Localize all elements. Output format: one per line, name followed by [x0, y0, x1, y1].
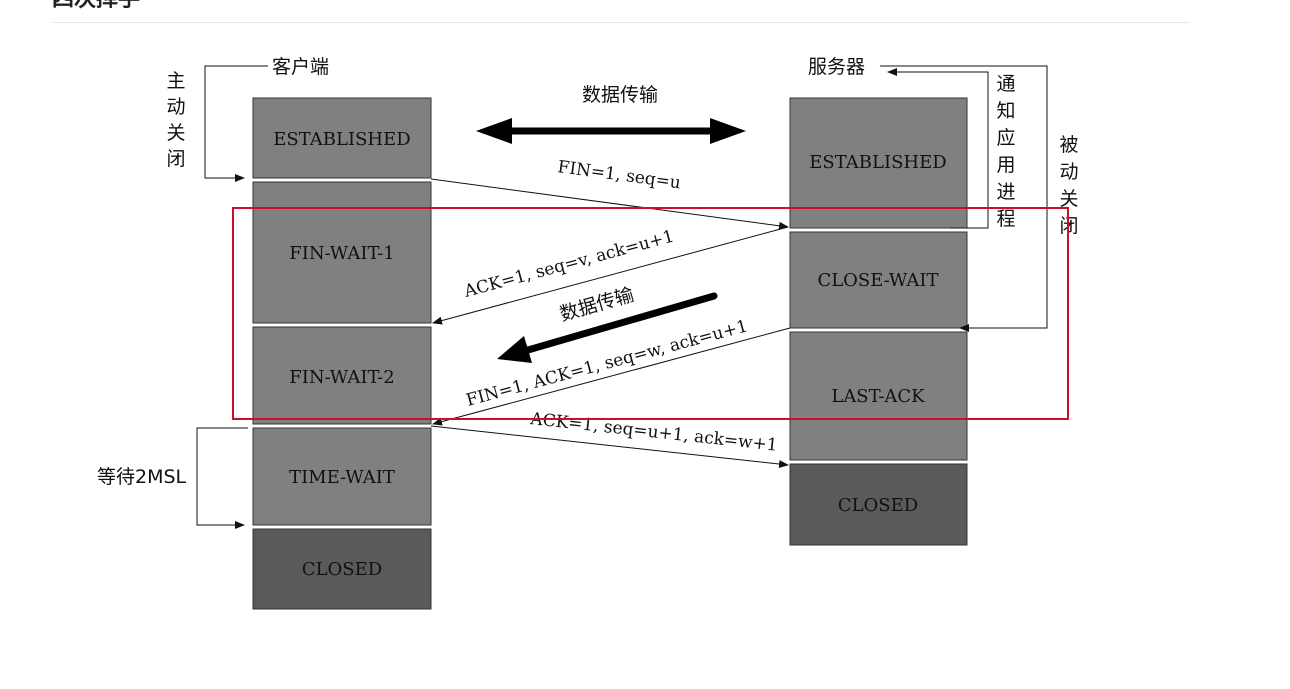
notify-app-char-1: 通: [996, 73, 1015, 95]
client-state-fin-wait-2: FIN-WAIT-2: [289, 367, 394, 388]
fin1-label: FIN=1, seq=u: [556, 157, 682, 193]
ack2-label: ACK=1, seq=u+1, ack=w+1: [528, 409, 778, 456]
server-state-close-wait: CLOSE-WAIT: [817, 270, 938, 291]
client-title: 客户端: [272, 56, 329, 78]
highlight-box: [232, 207, 1069, 420]
notify-app-char-2: 知: [996, 100, 1015, 122]
active-close-char-1: 主: [166, 70, 185, 92]
ack1-label: ACK=1, seq=v, ack=u+1: [461, 227, 676, 303]
active-close-label: 主 动 关 闭: [166, 70, 185, 170]
active-close-char-3: 关: [166, 122, 185, 144]
client-state-fin-wait-2-box: [252, 326, 432, 425]
heading-divider: [52, 22, 1190, 23]
client-state-boxes: [252, 97, 432, 610]
server-title: 服务器: [808, 56, 865, 78]
client-state-established-box: [252, 97, 432, 179]
client-state-fin-wait-1-box: [252, 181, 432, 324]
client-state-time-wait-box: [252, 427, 432, 526]
server-state-last-ack: LAST-ACK: [831, 386, 925, 407]
server-state-established: ESTABLISHED: [809, 152, 946, 173]
server-state-closed: CLOSED: [838, 495, 918, 516]
notify-app-bracket: [887, 68, 989, 229]
active-close-char-4: 闭: [166, 148, 185, 170]
active-close-char-2: 动: [166, 96, 185, 118]
ack2-arrow: [430, 425, 789, 468]
client-state-established: ESTABLISHED: [273, 129, 410, 150]
server-state-closed-box: [789, 463, 968, 546]
server-state-boxes: [789, 97, 968, 546]
wait-2msl-label: 等待2MSL: [97, 466, 187, 488]
passive-close-char-1: 被: [1059, 134, 1078, 156]
page-title: 四次挥手: [52, 0, 140, 14]
server-state-last-ack-box: [789, 331, 968, 461]
passive-close-label: 被 动 关 闭: [1059, 134, 1078, 237]
wait-2msl-bracket: [196, 427, 248, 529]
notify-app-label: 通 知 应 用 进 程: [996, 73, 1015, 230]
passive-close-char-2: 动: [1059, 161, 1078, 183]
data-transfer-label-top: 数据传输: [582, 84, 658, 106]
server-state-close-wait-box: [789, 231, 968, 329]
fin2-arrow: [432, 327, 791, 426]
notify-app-char-5: 进: [996, 181, 1015, 203]
passive-close-bracket: [880, 65, 1048, 332]
notify-app-char-4: 用: [996, 154, 1015, 176]
active-close-bracket: [204, 65, 268, 182]
client-state-fin-wait-1: FIN-WAIT-1: [289, 243, 394, 264]
notify-app-char-3: 应: [996, 127, 1015, 149]
client-state-time-wait: TIME-WAIT: [289, 467, 395, 488]
notify-app-char-6: 程: [996, 208, 1015, 230]
passive-close-char-3: 关: [1059, 188, 1078, 210]
server-data-transfer-arrow: [497, 292, 718, 363]
client-state-closed-box: [252, 528, 432, 610]
fin1-arrow: [430, 178, 789, 230]
data-transfer-double-arrow: [476, 118, 746, 144]
ack1-arrow: [432, 226, 789, 325]
client-state-closed: CLOSED: [302, 559, 382, 580]
server-state-established-box: [789, 97, 968, 229]
